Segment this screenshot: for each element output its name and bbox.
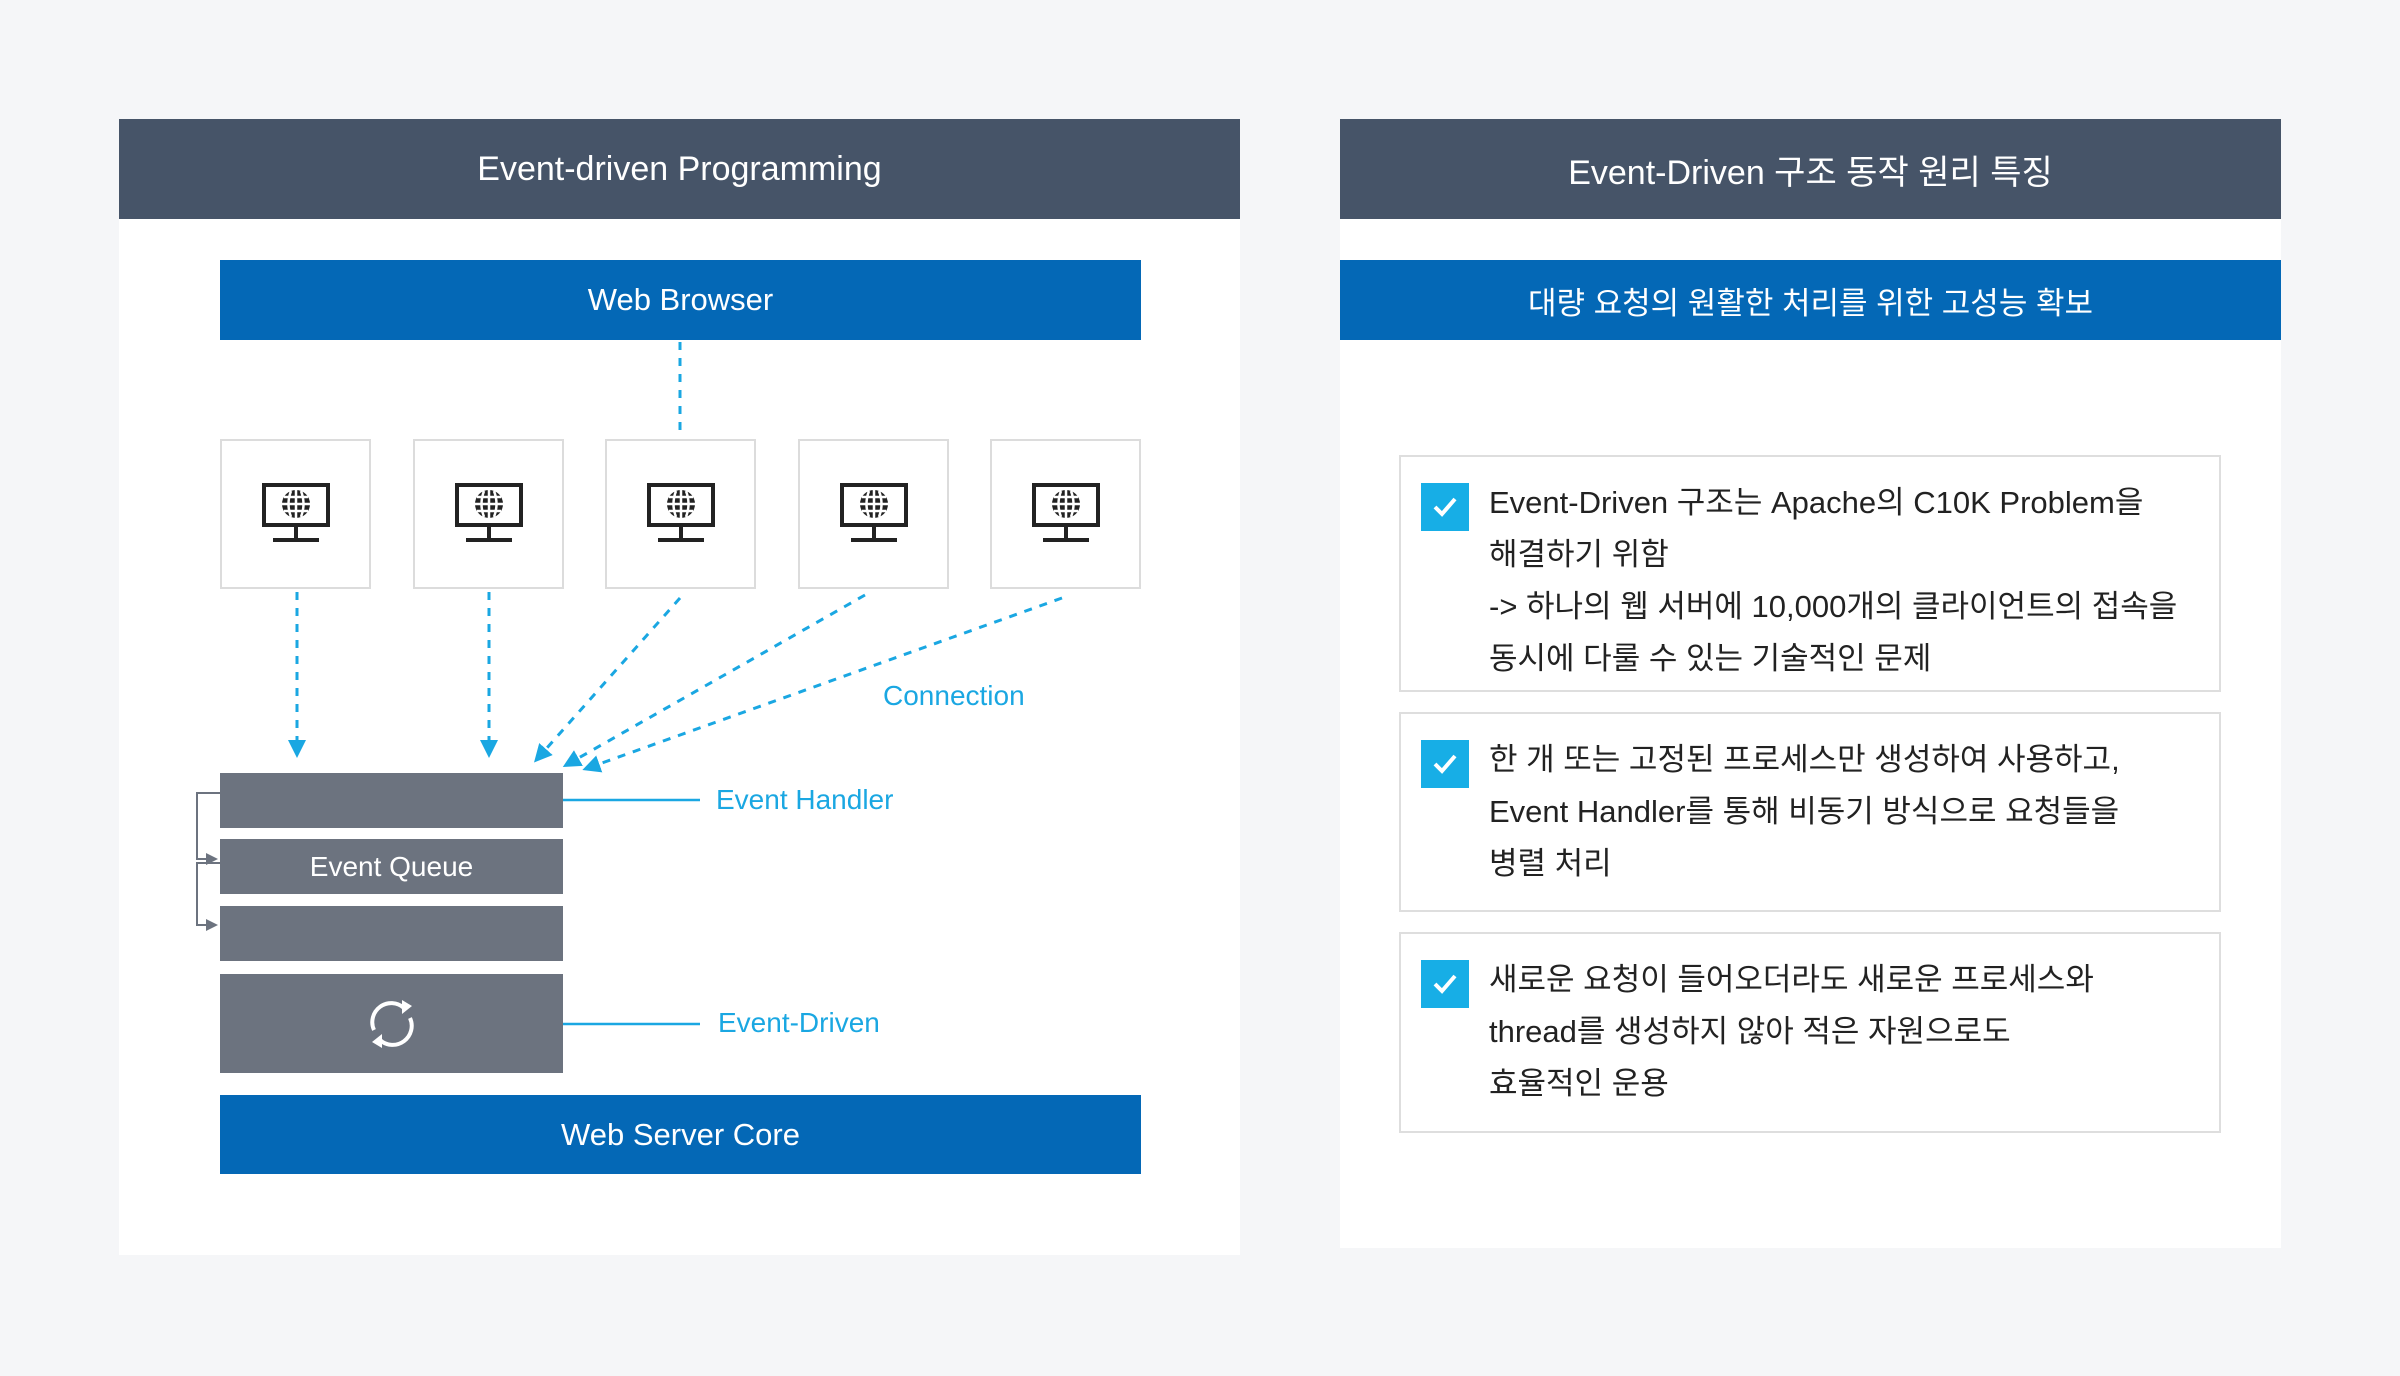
connection-arrow — [582, 596, 1063, 773]
event-handler-slot — [220, 773, 563, 828]
feature-text: thread를 생성하지 않아 적은 자원으로도 — [1489, 1014, 2011, 1049]
feature-text: 효율적인 운용 — [1489, 1066, 1669, 1101]
globe-monitor-icon — [646, 483, 715, 542]
refresh-icon — [369, 999, 414, 1048]
event-queue-slot — [220, 906, 563, 961]
feature-text: 병렬 처리 — [1489, 846, 1612, 881]
event-driven-label: Event-Driven — [718, 1007, 880, 1038]
feature-text: -> 하나의 웹 서버에 10,000개의 클라이언트의 접속을 — [1489, 589, 2178, 624]
left-panel-title: Event-driven Programming — [119, 119, 1240, 219]
connection-label: Connection — [883, 680, 1025, 711]
connection-arrow — [534, 597, 682, 763]
event-loop — [220, 974, 563, 1073]
checkbox-checked-icon — [1421, 740, 1469, 788]
feature-text: 한 개 또는 고정된 프로세스만 생성하여 사용하고, — [1489, 742, 2120, 777]
web-browser-bar: Web Browser — [220, 260, 1141, 340]
client-box — [990, 439, 1141, 589]
web-server-core-bar: Web Server Core — [220, 1095, 1141, 1174]
globe-monitor-icon — [839, 483, 908, 542]
checkbox-checked-icon — [1421, 483, 1469, 531]
globe-monitor-icon — [1031, 483, 1100, 542]
feature-text: 새로운 요청이 들어오더라도 새로운 프로세스와 — [1489, 962, 2094, 997]
globe-monitor-icon — [261, 483, 330, 542]
connection-arrow — [562, 593, 866, 767]
client-box — [220, 439, 371, 589]
client-box — [798, 439, 949, 589]
event-queue: Event Queue — [220, 839, 563, 894]
right-subtitle-bar: 대량 요청의 원활한 처리를 위한 고성능 확보 — [1340, 260, 2281, 340]
feature-text: Event-Driven 구조는 Apache의 C10K Problem을 — [1489, 485, 2144, 520]
event-handler-label: Event Handler — [716, 784, 894, 815]
feature-card: 새로운 요청이 들어오더라도 새로운 프로세스와 thread를 생성하지 않아 … — [1399, 932, 2221, 1133]
feature-text: 동시에 다룰 수 있는 기술적인 문제 — [1489, 641, 1932, 676]
globe-monitor-icon — [454, 483, 523, 542]
client-box — [413, 439, 564, 589]
feature-text: 해결하기 위함 — [1489, 537, 1669, 572]
feature-card: 한 개 또는 고정된 프로세스만 생성하여 사용하고, Event Handler… — [1399, 712, 2221, 912]
checkbox-checked-icon — [1421, 960, 1469, 1008]
right-panel-title: Event-Driven 구조 동작 원리 특징 — [1340, 119, 2281, 219]
feature-text: Event Handler를 통해 비동기 방식으로 요청들을 — [1489, 794, 2120, 829]
client-box — [605, 439, 756, 589]
